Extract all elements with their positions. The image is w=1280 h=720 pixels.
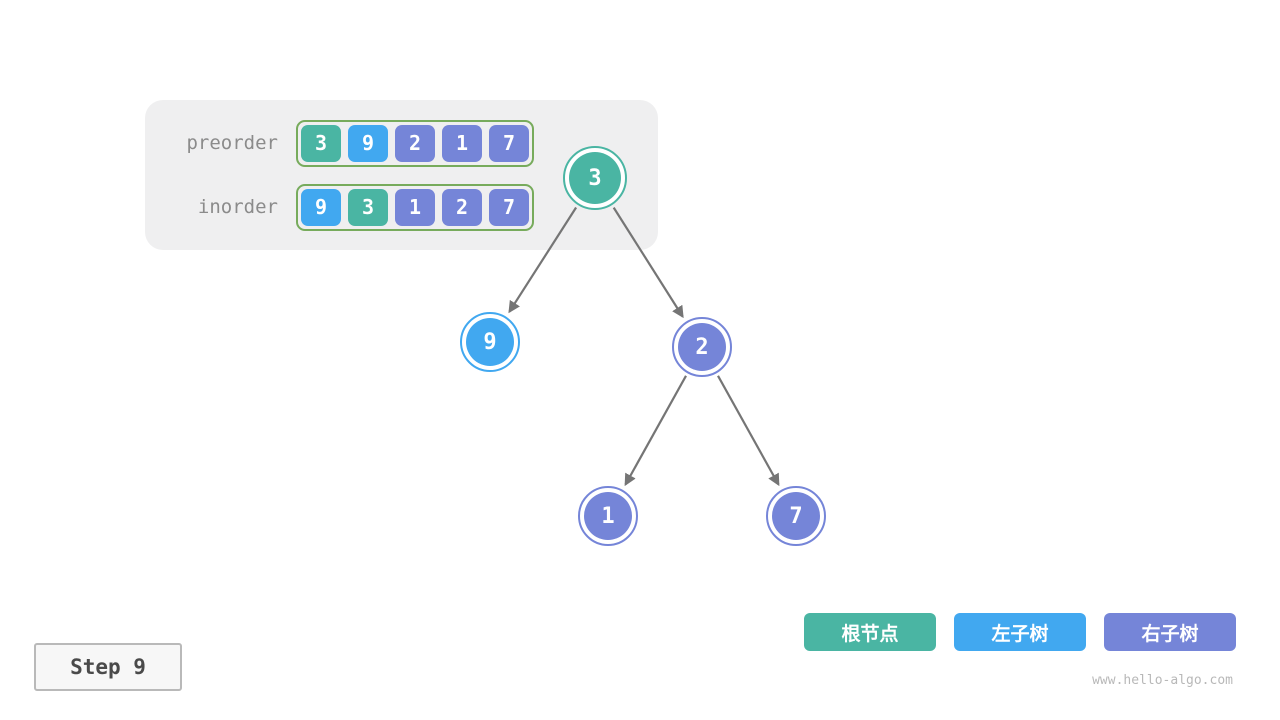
array-cell: 3 (348, 188, 388, 226)
array-label: inorder (197, 196, 278, 218)
legend-badge-left: 左子树 (954, 613, 1086, 651)
tree-edge (717, 375, 780, 487)
tree-edge (624, 375, 687, 487)
array-cell: 2 (395, 124, 435, 162)
array-cell: 9 (301, 188, 341, 226)
array-cell: 1 (395, 188, 435, 226)
tree-edge (612, 207, 684, 319)
step-indicator: Step 9 (34, 643, 182, 691)
array-label: preorder (186, 132, 278, 154)
watermark: www.hello-algo.com (1092, 673, 1233, 688)
legend-badge-root: 根节点 (804, 613, 936, 651)
tree-edge (508, 206, 578, 314)
array-cell: 3 (301, 124, 341, 162)
legend-badge-right: 右子树 (1104, 613, 1236, 651)
legend: 根节点左子树右子树 (804, 613, 1236, 651)
array-cell: 1 (442, 124, 482, 162)
array-cell: 7 (489, 124, 529, 162)
step-label: Step 9 (70, 655, 146, 679)
array-cell: 2 (442, 188, 482, 226)
array-cell: 7 (489, 188, 529, 226)
array-cell: 9 (348, 124, 388, 162)
